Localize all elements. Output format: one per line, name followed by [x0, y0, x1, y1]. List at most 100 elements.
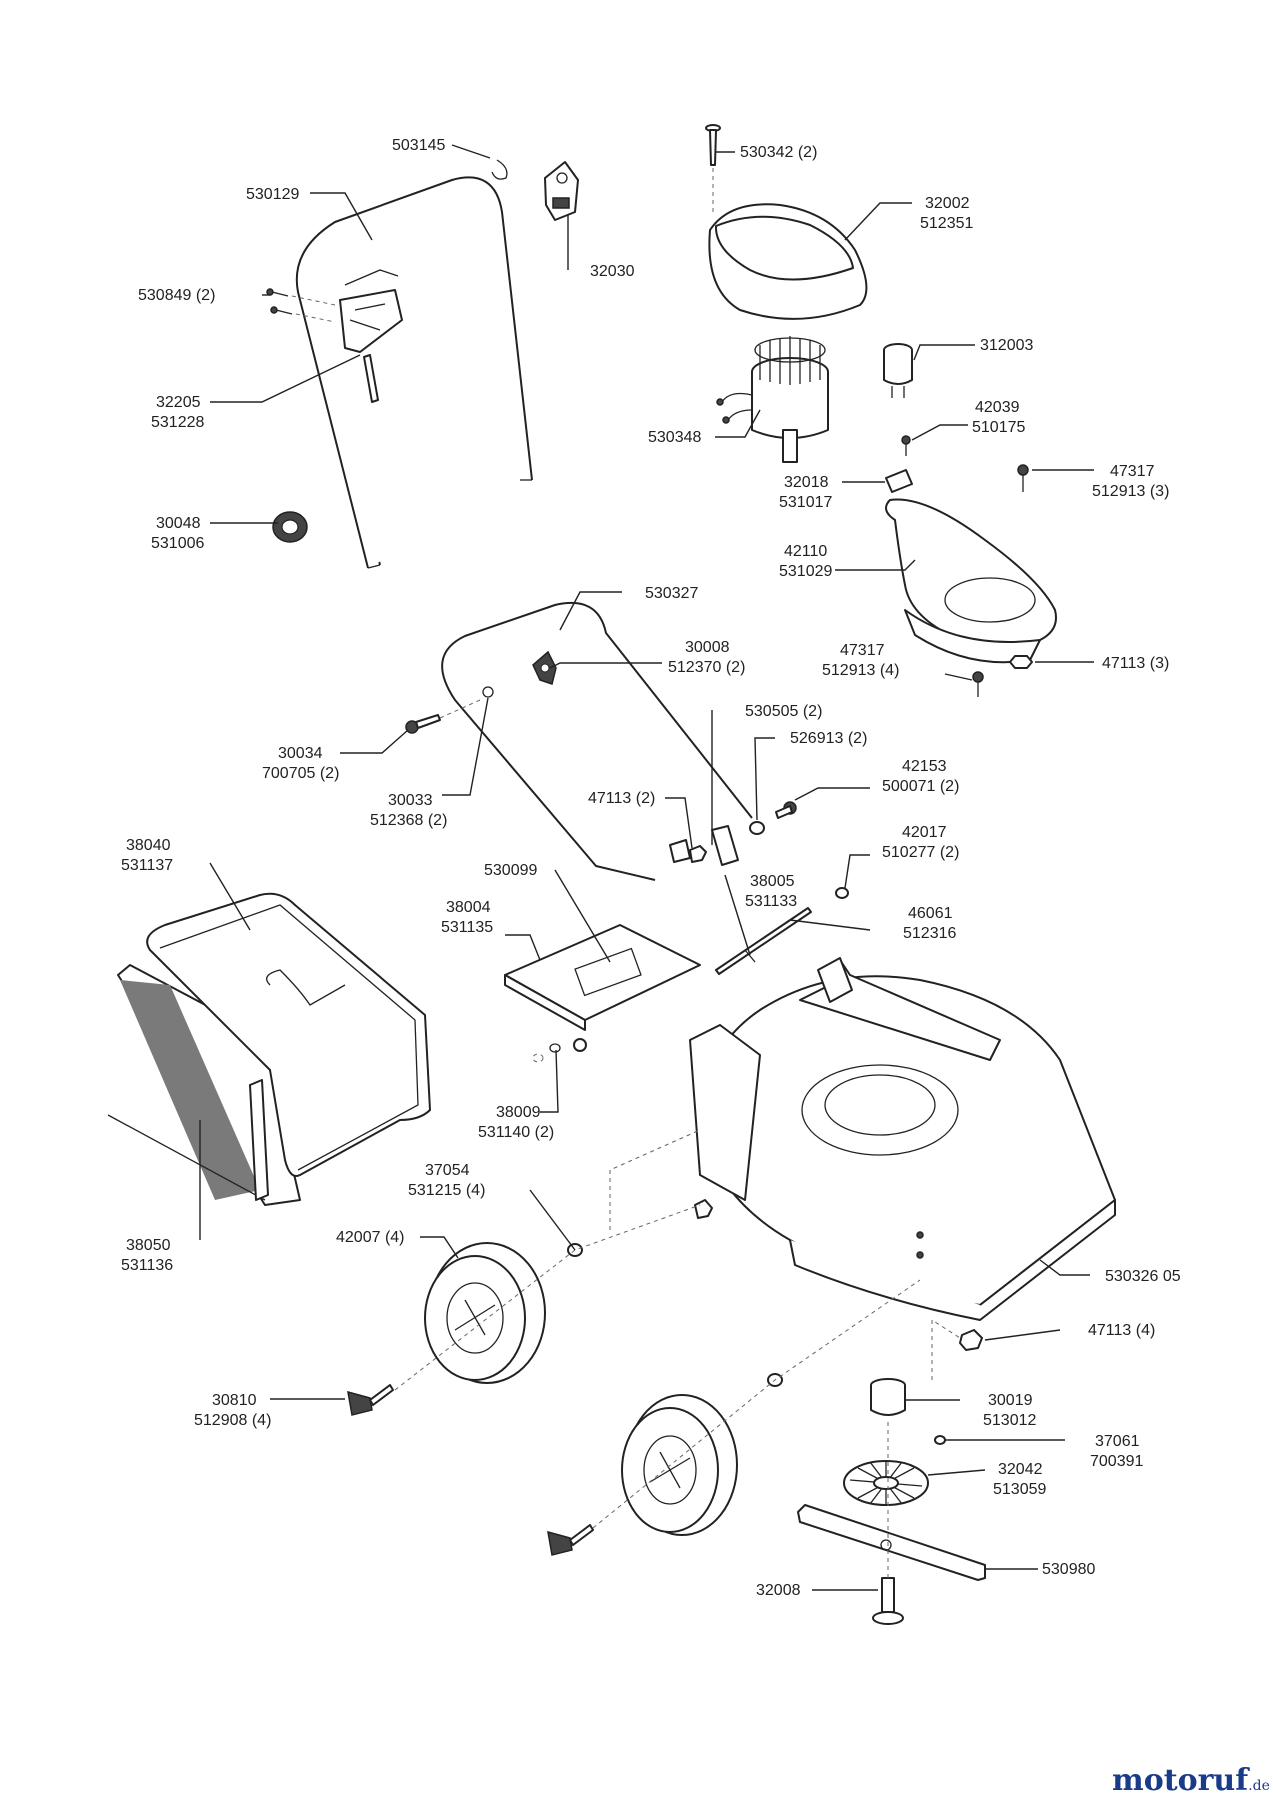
label-510175: 510175: [972, 419, 1025, 436]
flap-axle-part: [715, 907, 812, 975]
label-530099: 530099: [484, 862, 537, 879]
label-32042: 32042: [998, 1461, 1043, 1478]
label-531006: 531006: [151, 535, 204, 552]
washer-42017-part: [835, 887, 849, 899]
label-32008: 32008: [756, 1582, 801, 1599]
label-512351: 512351: [920, 215, 973, 232]
label-512368: 512368 (2): [370, 812, 447, 829]
label-47317-top: 47317: [1110, 463, 1155, 480]
grass-bag-part: [107, 892, 431, 1206]
label-530849: 530849 (2): [138, 287, 215, 304]
mower-deck-part: [689, 957, 1116, 1321]
svg-text:motoruf.de: motoruf.de: [1112, 1763, 1270, 1798]
washer-526913-part: [749, 821, 765, 835]
label-512908: 512908 (4): [194, 1412, 271, 1429]
label-32030: 32030: [590, 263, 635, 280]
label-30033: 30033: [388, 792, 433, 809]
label-30019: 30019: [988, 1392, 1033, 1409]
label-32205: 32205: [156, 394, 201, 411]
label-531029: 531029: [779, 563, 832, 580]
label-37054: 37054: [425, 1162, 470, 1179]
label-700705: 700705 (2): [262, 765, 339, 782]
switch-housing-part: [339, 269, 403, 403]
label-42110: 42110: [784, 543, 827, 560]
clip-part: [491, 159, 508, 180]
label-42153: 42153: [902, 758, 947, 775]
part-labels: 503145 530129 530849 (2) 32030 32205 531…: [121, 137, 1181, 1599]
blade-part: [797, 1504, 986, 1581]
label-46061: 46061: [908, 905, 953, 922]
label-530980: 530980: [1042, 1561, 1095, 1578]
leader-lines: [199, 144, 1094, 1591]
key-part: [934, 1435, 946, 1445]
deck-nut-part: [694, 1199, 713, 1219]
label-512316: 512316: [903, 925, 956, 942]
front-wheel-part: [621, 1394, 738, 1536]
label-512913-mid: 512913 (4): [822, 662, 899, 679]
label-530342: 530342 (2): [740, 144, 817, 161]
label-512913-top: 512913 (3): [1092, 483, 1169, 500]
capacitor-part: [883, 343, 913, 398]
label-38005: 38005: [750, 873, 795, 890]
label-47113-two: 47113 (2): [588, 790, 655, 807]
cable-clamp-part: [885, 469, 913, 493]
bolt-30034-part: [405, 699, 481, 734]
label-38040: 38040: [126, 837, 171, 854]
fan-wheel-part: [843, 1460, 929, 1506]
watermark-tld: .de: [1248, 1778, 1270, 1794]
label-47113-four: 47113 (4): [1088, 1322, 1155, 1339]
watermark-logo: motoruf.de: [1112, 1763, 1270, 1798]
label-530129: 530129: [246, 186, 299, 203]
screw-47317-mid-part: [972, 671, 984, 697]
label-500071: 500071 (2): [882, 778, 959, 795]
label-530505: 530505 (2): [745, 703, 822, 720]
screw-47317-top-part: [1017, 464, 1029, 492]
lower-handle-part: [441, 601, 753, 881]
motor-housing-part: [885, 498, 1057, 664]
label-530348: 530348: [648, 429, 701, 446]
label-530327: 530327: [645, 585, 698, 602]
handle-knob-part: [272, 511, 308, 543]
label-531136: 531136: [121, 1257, 173, 1274]
nut-47113-two-part: [689, 845, 707, 863]
label-531133: 531133: [745, 893, 797, 910]
label-512370: 512370 (2): [668, 659, 745, 676]
label-42039: 42039: [975, 399, 1020, 416]
blade-bolt-part: [872, 1577, 904, 1625]
upper-handle-part: [295, 176, 533, 569]
label-513012: 513012: [983, 1412, 1036, 1429]
flap-washers-part: [532, 1043, 561, 1063]
screw-42039-part: [901, 435, 911, 456]
label-42017: 42017: [902, 824, 947, 841]
label-30034: 30034: [278, 745, 323, 762]
wheel-screw-front-part: [547, 1524, 594, 1556]
washer-30033-part: [482, 686, 494, 698]
label-510277: 510277 (2): [882, 844, 959, 861]
motor-part: [716, 336, 829, 463]
cover-screw-part: [705, 124, 721, 215]
nut-47113-three-part: [1009, 655, 1033, 669]
label-32018: 32018: [784, 474, 829, 491]
watermark-brand: motoruf: [1112, 1763, 1250, 1798]
label-531135: 531135: [441, 919, 493, 936]
label-531140: 531140 (2): [478, 1124, 554, 1141]
label-513059: 513059: [993, 1481, 1046, 1498]
label-37061: 37061: [1095, 1433, 1140, 1450]
label-42007: 42007 (4): [336, 1229, 405, 1246]
wheel-screw-rear-part: [347, 1384, 394, 1416]
bracket-part: [669, 825, 739, 866]
bolt-42153-part: [775, 801, 797, 819]
label-32002: 32002: [925, 195, 970, 212]
label-503145: 503145: [392, 137, 445, 154]
label-530326-05: 530326 05: [1105, 1268, 1181, 1285]
label-531137: 531137: [121, 857, 173, 874]
blade-adapter-part: [870, 1378, 906, 1416]
rear-wheel-part: [424, 1242, 546, 1384]
assembly-lines: [394, 1129, 961, 1578]
label-700391: 700391: [1090, 1453, 1143, 1470]
label-526913: 526913 (2): [790, 730, 867, 747]
label-30008: 30008: [685, 639, 730, 656]
motor-cover-part: [708, 203, 868, 320]
label-38004: 38004: [446, 899, 491, 916]
label-47113-three: 47113 (3): [1102, 655, 1169, 672]
